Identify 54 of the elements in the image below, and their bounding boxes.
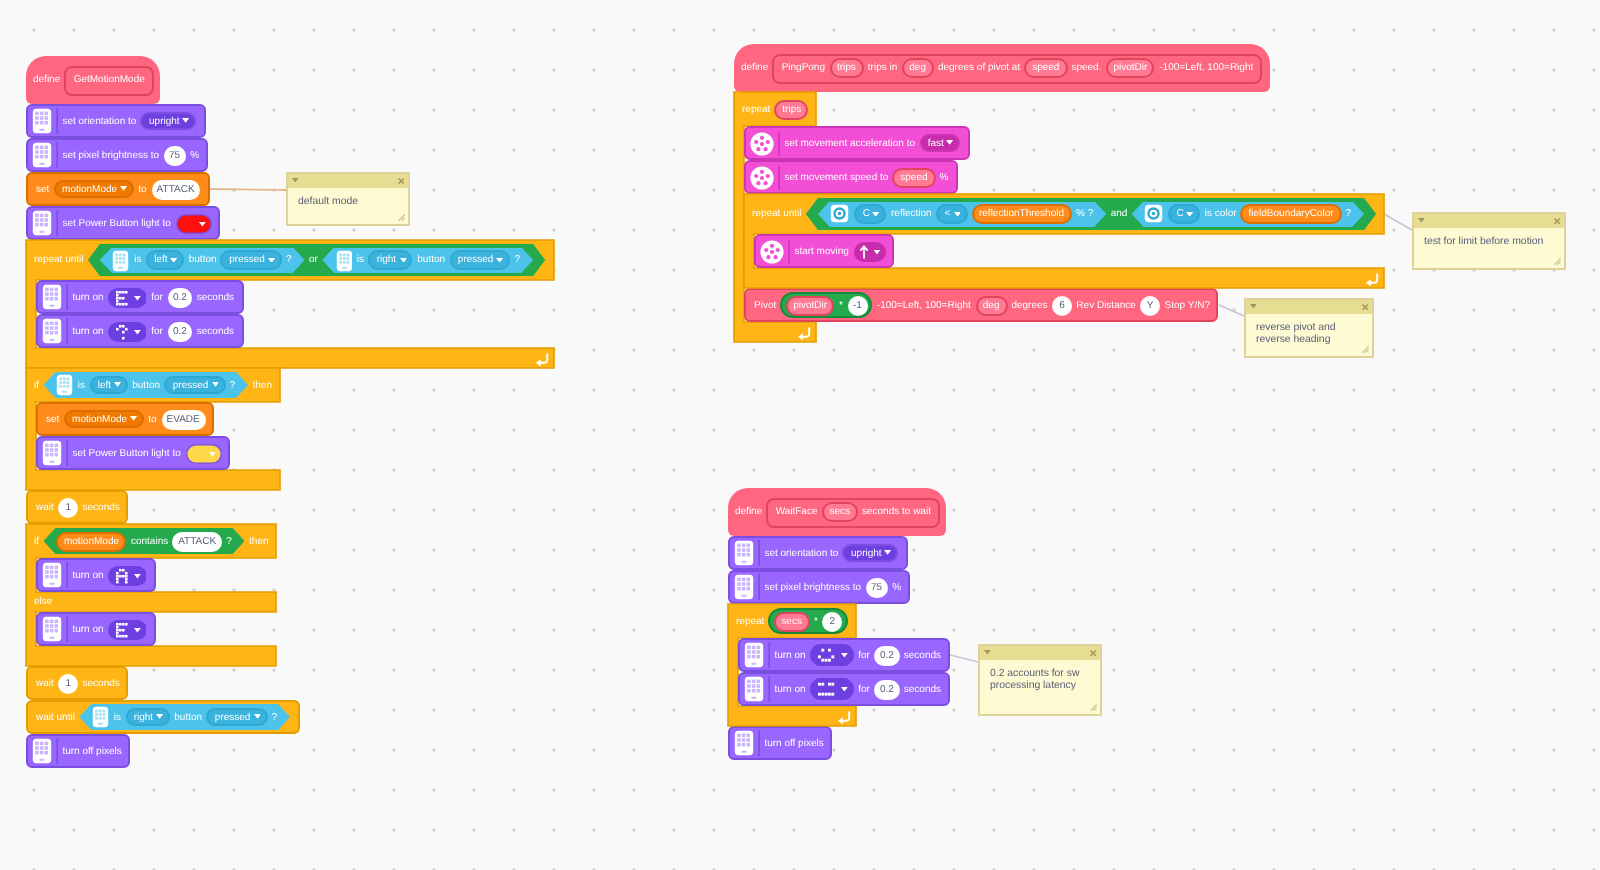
comment-note (1412, 212, 1566, 270)
c-block (744, 194, 1385, 288)
procedure-name-block (64, 65, 154, 95)
define-hat-block (728, 488, 947, 536)
boolean-block (79, 704, 291, 730)
procedure-name-block (772, 53, 1263, 83)
boolean-block (87, 244, 546, 276)
command-block (36, 436, 231, 470)
command-block (36, 314, 244, 348)
command-block (744, 126, 970, 160)
define-hat-block (734, 44, 1270, 92)
command-block (26, 700, 300, 734)
command-block (26, 104, 206, 138)
command-block (744, 288, 1219, 322)
boolean-block (322, 247, 534, 273)
define-hat-block (26, 56, 161, 104)
comment-connector (1218, 304, 1245, 317)
command-block (744, 160, 958, 194)
c-block (26, 524, 277, 666)
c-block (728, 604, 951, 726)
command-block (26, 734, 131, 768)
command-block (728, 570, 911, 604)
comment-connector (1383, 213, 1413, 231)
comment-connector (208, 188, 287, 191)
command-block (738, 638, 951, 672)
command-block (26, 490, 129, 524)
command-block (26, 138, 209, 172)
c-block (26, 368, 280, 490)
command-block (738, 672, 951, 706)
command-block (754, 234, 895, 268)
operator-block (768, 608, 848, 634)
c-block (734, 92, 1385, 342)
boolean-block (43, 372, 249, 398)
boolean-block (43, 528, 245, 554)
command-block (26, 206, 221, 240)
boolean-block (805, 198, 1377, 230)
boolean-block (817, 201, 1107, 227)
command-block (26, 172, 210, 206)
boolean-block (99, 247, 305, 273)
procedure-name-block (766, 497, 940, 527)
comment-note (1244, 298, 1374, 358)
command-block (36, 402, 215, 436)
comment-note (978, 644, 1102, 716)
command-block (36, 558, 156, 592)
operator-block (780, 292, 873, 318)
command-block (728, 726, 833, 760)
command-block (728, 536, 908, 570)
boolean-block (1131, 201, 1365, 227)
comment-connector (949, 654, 979, 663)
command-block (36, 280, 244, 314)
command-block (26, 666, 129, 700)
comment-note (286, 172, 410, 226)
c-block (26, 240, 554, 368)
command-block (36, 612, 156, 646)
